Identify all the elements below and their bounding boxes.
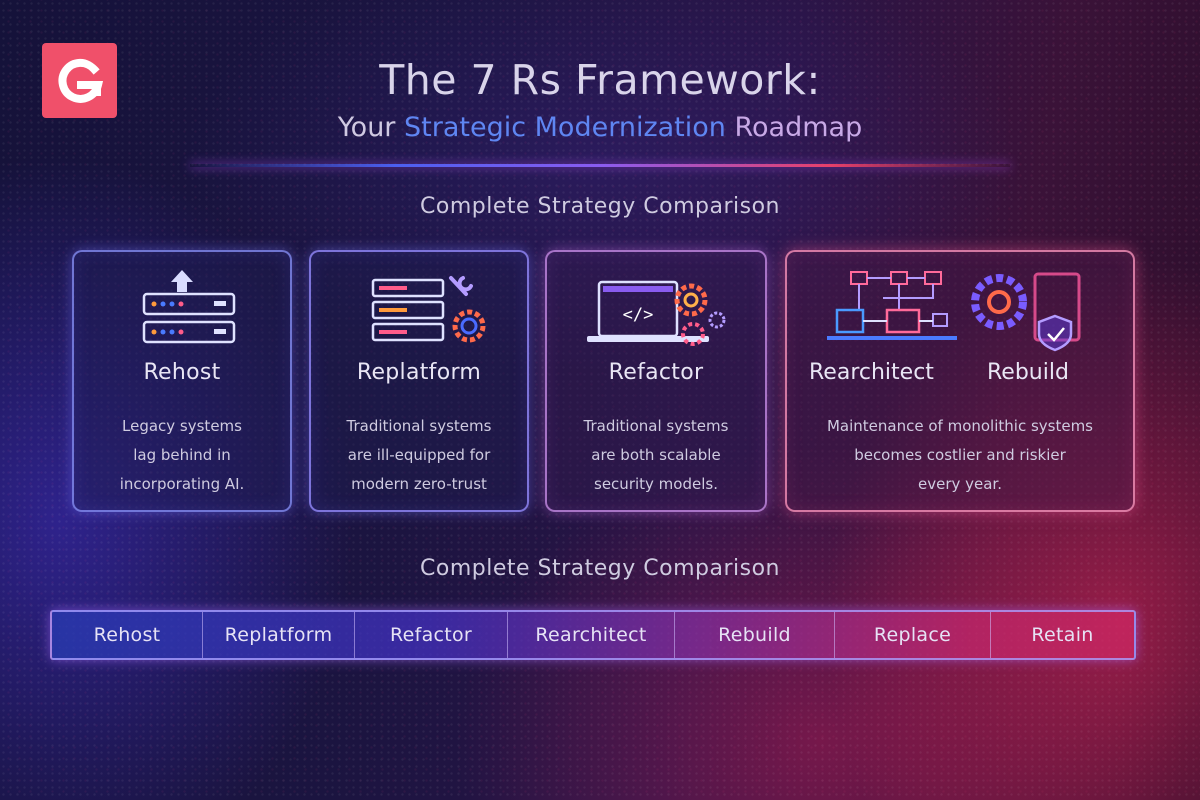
architecture-shield-icon <box>827 271 1081 352</box>
title-divider <box>190 164 1010 167</box>
card-description: Legacy systems lag behind in incorporati… <box>88 412 276 499</box>
card-desc-line: modern zero-trust <box>351 475 487 493</box>
subtitle-prefix: Your <box>337 112 404 143</box>
card-replatform[interactable]: Replatform Traditional systems are ill-e… <box>309 250 529 512</box>
card-desc-line: lag behind in <box>133 446 231 464</box>
card-desc-line: are both scalable <box>591 446 721 464</box>
strategy-segment-retain[interactable]: Retain <box>1031 624 1094 646</box>
strategy-segment-rehost[interactable]: Rehost <box>52 612 203 658</box>
card-desc-line: Legacy systems <box>122 417 242 435</box>
subtitle-highlight: Strategic Modernization <box>404 112 726 143</box>
card-title-rebuild: Rebuild <box>987 360 1069 385</box>
card-desc-line: every year. <box>917 475 1002 493</box>
page-title: The 7 Rs Framework: <box>379 56 821 104</box>
card-desc-line: are ill-equipped for <box>347 446 491 464</box>
page-subtitle: Your Strategic Modernization Roadmap <box>0 112 1200 143</box>
card-description: Traditional systems are ill-equipped for… <box>325 412 513 499</box>
brand-logo <box>42 43 117 118</box>
card-desc-line: becomes costlier and riskier <box>854 446 1066 464</box>
card-title: Replatform <box>356 360 482 385</box>
cards-section-heading: Complete Strategy Comparison <box>420 194 780 219</box>
card-refactor[interactable]: </> Refactor Traditional systems are bot… <box>545 250 767 512</box>
strategy-segment-refactor[interactable]: Refactor <box>355 612 508 658</box>
strategy-segment-replace[interactable]: Replace <box>835 612 991 658</box>
card-desc-line: Traditional systems <box>346 417 492 435</box>
server-wrench-gear-icon <box>371 276 486 343</box>
card-desc-line: incorporating AI. <box>119 475 245 493</box>
card-rehost[interactable]: Rehost Legacy systems lag behind in inco… <box>72 250 292 512</box>
strategy-bar-heading: Complete Strategy Comparison <box>420 556 780 581</box>
server-upload-icon <box>142 270 236 344</box>
card-title: Refactor <box>608 360 704 385</box>
g-logo-icon <box>58 58 103 103</box>
card-title-rearchitect: Rearchitect <box>809 360 934 385</box>
card-rearchitect-rebuild[interactable]: Rearchitect Rebuild Maintenance of monol… <box>785 250 1135 512</box>
card-desc-line: security models. <box>594 475 718 493</box>
strategy-segment-rearchitect[interactable]: Rearchitect <box>508 612 675 658</box>
card-description: Traditional systems are both scalable se… <box>561 412 751 499</box>
subtitle-suffix: Roadmap <box>725 112 863 143</box>
card-desc-line: Traditional systems <box>583 417 729 435</box>
strategy-bar: Rehost Replatform Refactor Rearchitect R… <box>50 610 1136 660</box>
card-description: Maintenance of monolithic systems become… <box>801 412 1119 499</box>
strategy-segment-rebuild[interactable]: Rebuild <box>675 612 835 658</box>
card-desc-line: Maintenance of monolithic systems <box>826 417 1093 435</box>
card-title: Rehost <box>143 360 221 385</box>
strategy-segment-replatform[interactable]: Replatform <box>203 612 355 658</box>
svg-text:</>: </> <box>623 305 654 325</box>
code-laptop-gears-icon: </> <box>587 280 726 346</box>
